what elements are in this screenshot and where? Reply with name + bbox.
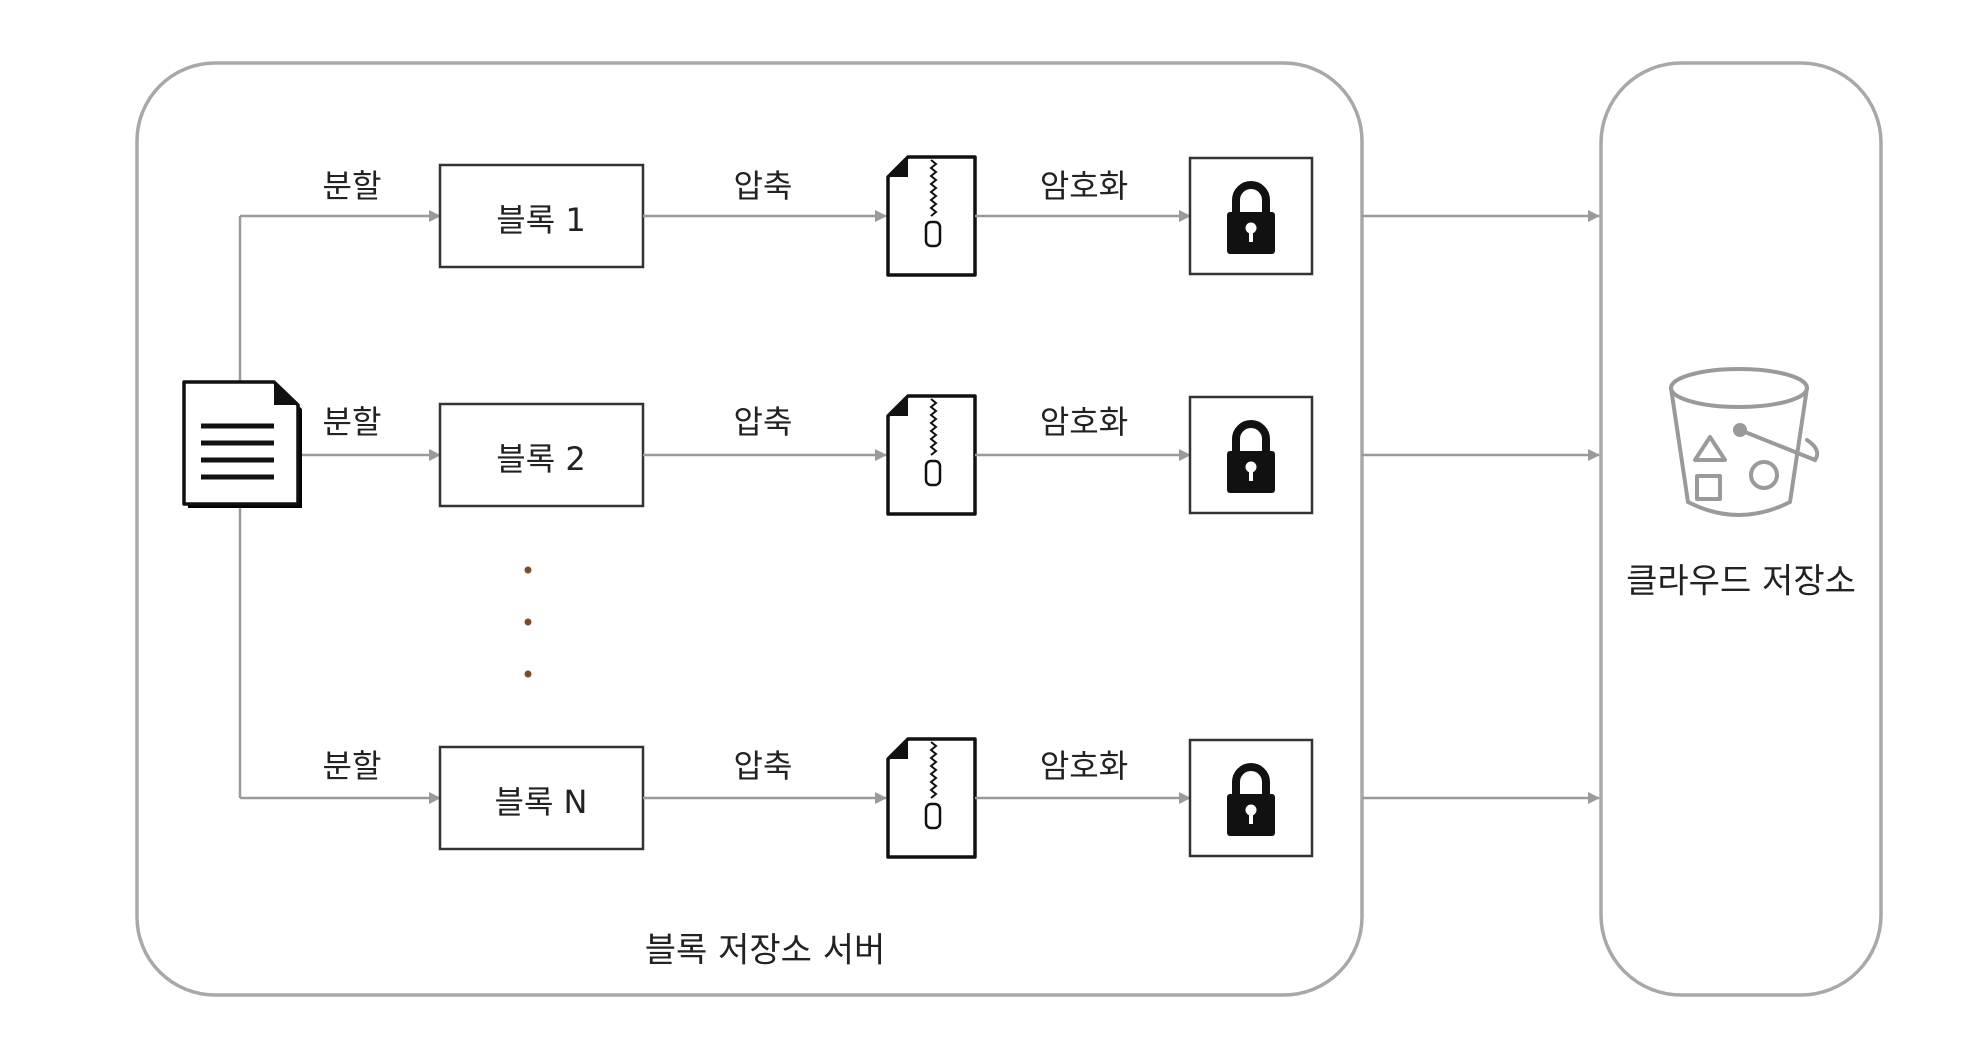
padlock-icon (1188, 156, 1314, 276)
zip-file-icon (886, 394, 977, 516)
encrypt-label: 암호화 (1039, 747, 1129, 785)
padlock-icon (1188, 738, 1314, 858)
bucket-icon (1669, 367, 1820, 517)
server-caption: 블록 저장소 서버 (644, 930, 886, 971)
encrypt-label: 암호화 (1039, 167, 1129, 205)
row-n (438, 737, 1600, 859)
split-label: 분할 (322, 747, 382, 785)
cloud-caption: 클라우드 저장소 (1626, 561, 1856, 602)
padlock-icon (1188, 395, 1314, 515)
compress-label: 압축 (733, 403, 793, 441)
row-1 (438, 155, 1600, 277)
ellipsis-dots (524, 566, 532, 678)
block-box (438, 745, 645, 851)
compress-label: 압축 (733, 747, 793, 785)
block-box (438, 402, 645, 508)
compress-label: 압축 (733, 167, 793, 205)
cloud-storage-container (1599, 61, 1883, 997)
split-label: 분할 (322, 167, 382, 205)
row-2 (438, 394, 1600, 516)
encrypt-label: 암호화 (1039, 403, 1129, 441)
document-icon (182, 380, 302, 508)
block-storage-server-container (135, 61, 1364, 997)
zip-file-icon (886, 155, 977, 277)
block-label: 블록 1 (496, 201, 586, 239)
split-label: 분할 (322, 403, 382, 441)
block-label: 블록 2 (496, 440, 586, 478)
block-box (438, 163, 645, 269)
block-label: 블록 N (494, 783, 588, 821)
zip-file-icon (886, 737, 977, 859)
